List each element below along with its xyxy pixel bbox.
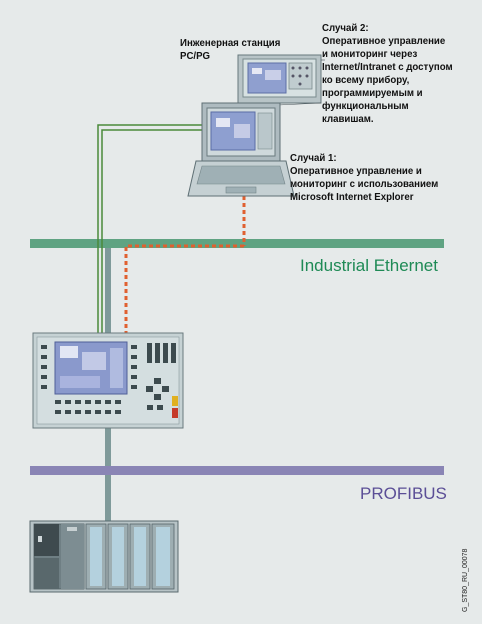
remote-monitor [237, 54, 322, 104]
case2-line-1: Случай 2: [322, 22, 369, 34]
plc-rack [29, 520, 179, 593]
profibus-label: PROFIBUS [360, 484, 447, 503]
case2-line-3: и мониторинг через [322, 48, 418, 60]
case1-line-3: мониторинг с использованием [290, 178, 439, 190]
panel-profibus-drop [105, 428, 111, 466]
case2-line-5: ко всему прибору, [322, 74, 410, 86]
operator-panel [32, 332, 184, 429]
engineering-laptop [187, 102, 295, 197]
case2-label: Случай 2: Оперативное управление и монит… [322, 22, 453, 126]
case2-line-4: Internet/Intranet с доступом [322, 61, 453, 73]
case1-line-2: Оперативное управление и [290, 165, 422, 177]
operator-link [97, 124, 209, 348]
case2-line-8: клавишам. [322, 113, 374, 125]
industrial-ethernet-bus [30, 239, 444, 248]
case2-line-2: Оперативное управление [322, 35, 446, 47]
case1-line-1: Случай 1: [290, 152, 337, 164]
engineering-station-line-2: PC/PG [180, 50, 211, 62]
industrial-ethernet-label: Industrial Ethernet [300, 256, 438, 275]
image-code: G_ST80_RU_00078 [462, 548, 469, 612]
profibus-bus [30, 466, 444, 475]
case2-line-6: программируемым и [322, 87, 423, 99]
case1-line-4: Microsoft Internet Explorer [290, 191, 414, 203]
remote-access-link [124, 196, 246, 333]
case2-line-7: функциональным [322, 100, 409, 112]
case1-label: Случай 1: Оперативное управление и монит… [290, 152, 438, 204]
plc-profibus-drop [105, 475, 111, 523]
engineering-station-label: Инженерная станция PC/PG [180, 37, 280, 63]
panel-ethernet-drop [105, 248, 111, 333]
engineering-station-line-1: Инженерная станция [180, 37, 281, 49]
